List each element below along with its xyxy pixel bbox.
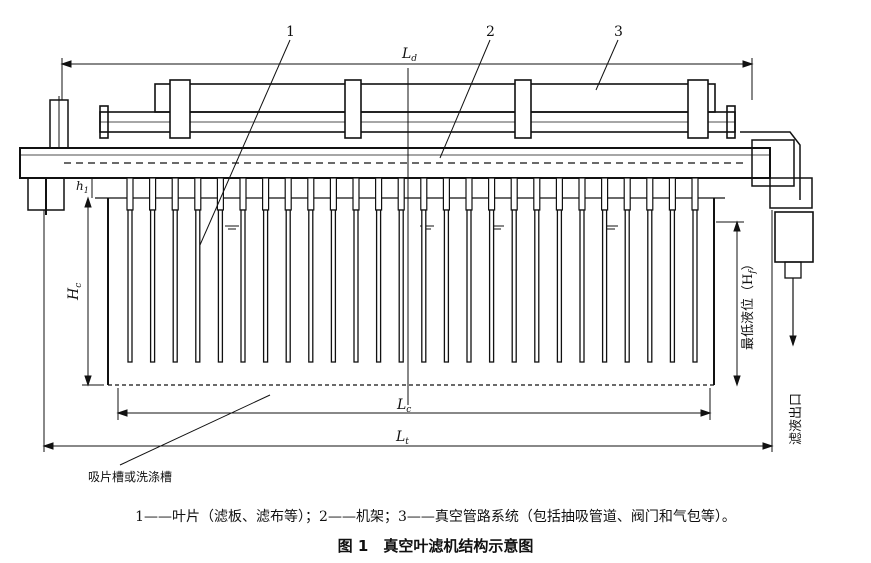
filtrate-outlet-label: 滤液出口	[789, 393, 804, 445]
filter-leaf	[600, 177, 609, 363]
callout-3: 3	[614, 24, 623, 40]
filter-leaf	[488, 177, 496, 363]
filter-leaf	[375, 177, 383, 363]
filter-leaf	[668, 177, 677, 363]
filter-leaf	[533, 177, 541, 363]
figure-legend: 1——叶片（滤板、滤布等）；2——机架；3——真空管路系统（包括抽吸管道、阀门和…	[135, 509, 736, 525]
lc-label: Lc	[396, 397, 411, 415]
callout-1: 1	[286, 24, 295, 40]
filter-leaf	[623, 177, 631, 363]
filter-leaf	[126, 177, 134, 363]
filter-leaf	[420, 177, 428, 363]
filter-leaf	[329, 177, 337, 363]
machine-frame	[19, 96, 814, 345]
h1-label: h1	[76, 179, 89, 195]
filter-leaf	[149, 177, 157, 363]
filter-leaf	[352, 177, 360, 363]
filter-leaf	[578, 177, 586, 363]
washing-tank	[95, 197, 725, 386]
vacuum-pipe-system	[99, 79, 736, 139]
min-liquid-level-label: 最低液位（Hf）	[741, 257, 758, 350]
filter-leaf	[397, 177, 405, 363]
vacuum-leaf-filter-diagram: 1 2 3 Ld Lc Lt h1 Hc 最低液位（Hf）	[19, 24, 814, 484]
filter-leaves	[126, 177, 699, 363]
lt-label: Lt	[395, 429, 409, 447]
filter-leaf	[262, 177, 270, 363]
filter-leaf	[171, 177, 179, 363]
callout-2: 2	[486, 24, 495, 40]
filter-leaf	[216, 177, 224, 363]
filter-leaf	[284, 177, 292, 363]
ld-label: Ld	[401, 46, 417, 64]
hc-label: Hc	[66, 283, 84, 301]
filter-leaf	[465, 177, 473, 363]
filter-leaf	[691, 177, 699, 363]
figure-title: 图 1 真空叶滤机结构示意图	[337, 537, 534, 555]
dimension-lines	[42, 58, 797, 452]
filter-leaf	[307, 177, 315, 363]
filter-leaf	[239, 177, 247, 363]
filter-leaf	[442, 177, 450, 363]
filter-leaf	[510, 177, 518, 363]
filter-leaf	[555, 177, 564, 363]
filter-leaf	[646, 177, 654, 363]
filter-leaf	[194, 177, 202, 363]
tank-label: 吸片槽或洗涤槽	[88, 470, 172, 484]
callout-leaders	[119, 39, 619, 466]
